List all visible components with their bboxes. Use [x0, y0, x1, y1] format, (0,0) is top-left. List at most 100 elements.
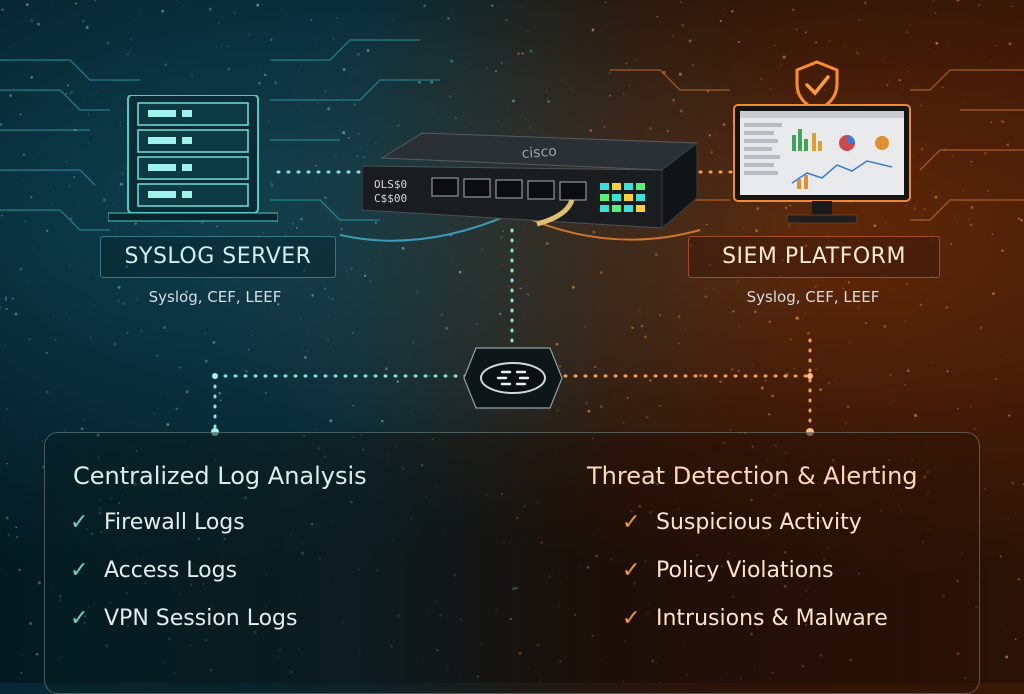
particle	[823, 89, 826, 91]
particle	[126, 52, 130, 56]
particle	[788, 224, 791, 227]
particle	[769, 87, 771, 89]
particle	[6, 462, 8, 465]
particle	[591, 28, 595, 32]
particle	[995, 44, 998, 47]
siem-platform-formats: Syslog, CEF, LEEF	[746, 288, 880, 306]
particle	[923, 207, 926, 211]
left-list-item: ✓Access Logs	[70, 558, 237, 583]
particle	[87, 113, 89, 115]
particle	[1001, 351, 1002, 353]
particle	[269, 38, 273, 41]
firewall-device: cisco OLS$0 C$$00	[362, 132, 699, 230]
particle	[795, 316, 799, 320]
particle	[488, 5, 491, 8]
particle	[259, 67, 261, 69]
particle	[528, 126, 531, 129]
particle	[594, 365, 597, 368]
particle	[720, 9, 722, 11]
particle	[166, 423, 170, 427]
particle	[11, 538, 13, 540]
particle	[81, 419, 84, 421]
particle	[732, 310, 735, 313]
particle	[815, 41, 818, 44]
particle	[901, 87, 903, 89]
particle	[66, 161, 68, 163]
particle	[858, 19, 861, 21]
particle	[1, 569, 3, 571]
particle	[15, 526, 18, 529]
particle	[327, 107, 331, 111]
particle	[19, 113, 22, 116]
particle	[11, 297, 14, 300]
particle	[162, 325, 167, 330]
particle	[53, 315, 55, 317]
particle	[804, 31, 807, 34]
particle	[208, 423, 210, 425]
particle	[659, 233, 661, 235]
particle	[977, 203, 979, 204]
particle	[715, 133, 718, 136]
particle	[593, 11, 595, 13]
particle	[710, 151, 713, 154]
particle	[929, 48, 931, 50]
particle	[185, 290, 189, 294]
particle	[906, 369, 910, 373]
particle	[679, 109, 683, 113]
particle	[327, 339, 329, 341]
particle	[23, 220, 26, 222]
particle	[920, 104, 923, 107]
particle	[315, 44, 316, 46]
particle	[978, 4, 981, 6]
particle	[0, 123, 3, 126]
particle	[990, 121, 992, 123]
particle	[954, 215, 957, 218]
particle	[899, 293, 901, 294]
particle	[248, 349, 250, 351]
particle	[678, 342, 681, 345]
particle	[846, 405, 850, 408]
particle	[360, 148, 362, 150]
particle	[1017, 217, 1020, 220]
particle	[480, 248, 483, 251]
particle	[892, 289, 894, 291]
particle	[585, 315, 586, 317]
particle	[804, 312, 807, 315]
particle	[798, 41, 799, 43]
particle	[756, 207, 760, 211]
particle	[559, 365, 561, 368]
particle	[7, 533, 11, 537]
particle	[1011, 5, 1013, 7]
particle	[901, 314, 903, 316]
particle	[51, 1, 53, 3]
particle	[507, 110, 508, 112]
particle	[306, 350, 308, 352]
particle	[634, 97, 635, 98]
particle	[121, 172, 123, 175]
check-icon: ✓	[622, 558, 641, 583]
particle	[353, 103, 356, 106]
particle	[356, 155, 359, 157]
particle	[274, 81, 277, 84]
particle	[166, 391, 168, 393]
particle	[298, 106, 300, 107]
particle	[856, 51, 860, 55]
particle	[137, 233, 139, 235]
particle	[454, 116, 457, 119]
particle	[986, 189, 989, 192]
particle	[45, 351, 48, 355]
particle	[693, 212, 695, 214]
particle	[300, 217, 303, 221]
particle	[888, 80, 890, 82]
particle	[705, 223, 708, 226]
particle	[327, 296, 330, 299]
right-list-item: ✓Suspicious Activity	[622, 510, 862, 535]
particle	[120, 129, 123, 131]
particle	[638, 310, 642, 313]
particle	[829, 40, 831, 42]
particle	[212, 340, 216, 345]
particle	[357, 133, 360, 135]
particle	[36, 22, 41, 26]
particle	[363, 156, 365, 158]
particle	[737, 40, 740, 44]
